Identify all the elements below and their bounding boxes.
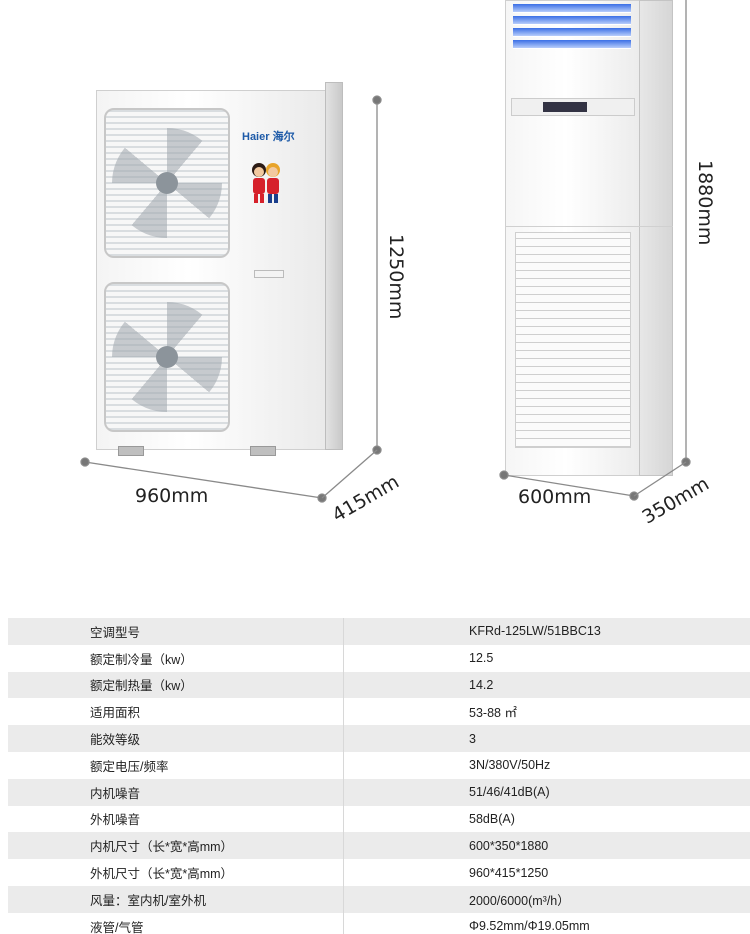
table-row: 外机噪音 58dB(A) <box>8 805 750 833</box>
spec-label: 额定电压/频率 <box>90 759 169 774</box>
spec-value: 960*415*1250 <box>469 865 549 880</box>
spec-label: 额定制冷量（kw） <box>90 652 193 667</box>
spec-value: 58dB(A) <box>469 811 515 826</box>
table-row: 外机尺寸（长*宽*高mm） 960*415*1250 <box>8 859 750 886</box>
air-louver <box>513 16 631 25</box>
spec-label: 内机尺寸（长*宽*高mm） <box>90 840 234 855</box>
spec-label: 内机噪音 <box>90 786 141 801</box>
spec-label: 额定制热量（kw） <box>90 679 193 694</box>
fan-grille-bottom <box>104 282 230 432</box>
table-row: 空调型号 KFRd-125LW/51BBC13 <box>8 618 750 645</box>
panel-divider <box>505 226 673 227</box>
spec-label: 外机噪音 <box>90 813 141 828</box>
brand-logo: Haier 海尔 <box>242 131 295 143</box>
table-row: 额定制冷量（kw） 12.5 <box>8 644 750 672</box>
indoor-width-label: 600mm <box>518 486 592 508</box>
outdoor-foot-left <box>118 446 144 456</box>
outdoor-height-label: 1250mm <box>385 234 407 320</box>
indoor-height-label: 1880mm <box>694 160 716 246</box>
air-louver <box>513 40 631 49</box>
table-row: 风量：室内机/室外机 2000/6000(m³/h） <box>8 885 750 913</box>
table-row: 液管/气管 Φ9.52mm/Φ19.05mm <box>8 912 750 934</box>
spec-value: 2000/6000(m³/h） <box>469 893 570 908</box>
air-louver <box>513 4 631 13</box>
fan-grille-top <box>104 108 230 258</box>
spec-value: 600*350*1880 <box>469 838 549 853</box>
spec-value: 14.2 <box>469 677 494 692</box>
spec-label: 风量：室内机/室外机 <box>90 893 206 908</box>
brand-mascot-icon <box>252 163 280 203</box>
spec-value: 53-88 ㎡ <box>469 706 517 721</box>
air-intake-grille <box>515 232 631 448</box>
spec-value: KFRd-125LW/51BBC13 <box>469 624 601 639</box>
side-vent <box>254 270 284 278</box>
indoor-unit-image <box>505 0 673 476</box>
table-row: 额定制热量（kw） 14.2 <box>8 671 750 699</box>
dimension-lines <box>80 0 691 503</box>
spec-label: 能效等级 <box>90 733 141 748</box>
outdoor-foot-right <box>250 446 276 456</box>
spec-label: 空调型号 <box>90 625 141 640</box>
table-row: 内机尺寸（长*宽*高mm） 600*350*1880 <box>8 832 750 860</box>
air-louver <box>513 28 631 37</box>
spec-label: 外机尺寸（长*宽*高mm） <box>90 867 234 882</box>
display-screen <box>543 102 587 112</box>
product-dimension-figure: Haier 海尔 <box>80 0 716 529</box>
spec-value: 3 <box>469 731 476 746</box>
spec-value: 51/46/41dB(A) <box>469 785 550 800</box>
table-row: 内机噪音 51/46/41dB(A) <box>8 778 750 806</box>
table-row: 适用面积 53-88 ㎡ <box>8 698 750 726</box>
indoor-unit-side <box>639 0 673 476</box>
outdoor-unit-image: Haier 海尔 <box>96 82 343 456</box>
spec-label: 适用面积 <box>90 706 141 721</box>
spec-value: 12.5 <box>469 651 494 666</box>
outdoor-width-label: 960mm <box>135 485 209 507</box>
outdoor-unit-side <box>325 82 343 450</box>
spec-value: 3N/380V/50Hz <box>469 758 551 773</box>
spec-table: 空调型号 KFRd-125LW/51BBC13 额定制冷量（kw） 12.5 额… <box>8 618 750 934</box>
table-row: 额定电压/频率 3N/380V/50Hz <box>8 751 750 779</box>
spec-label: 液管/气管 <box>90 920 144 934</box>
spec-value: Φ9.52mm/Φ19.05mm <box>469 919 590 934</box>
table-row: 能效等级 3 <box>8 725 750 752</box>
